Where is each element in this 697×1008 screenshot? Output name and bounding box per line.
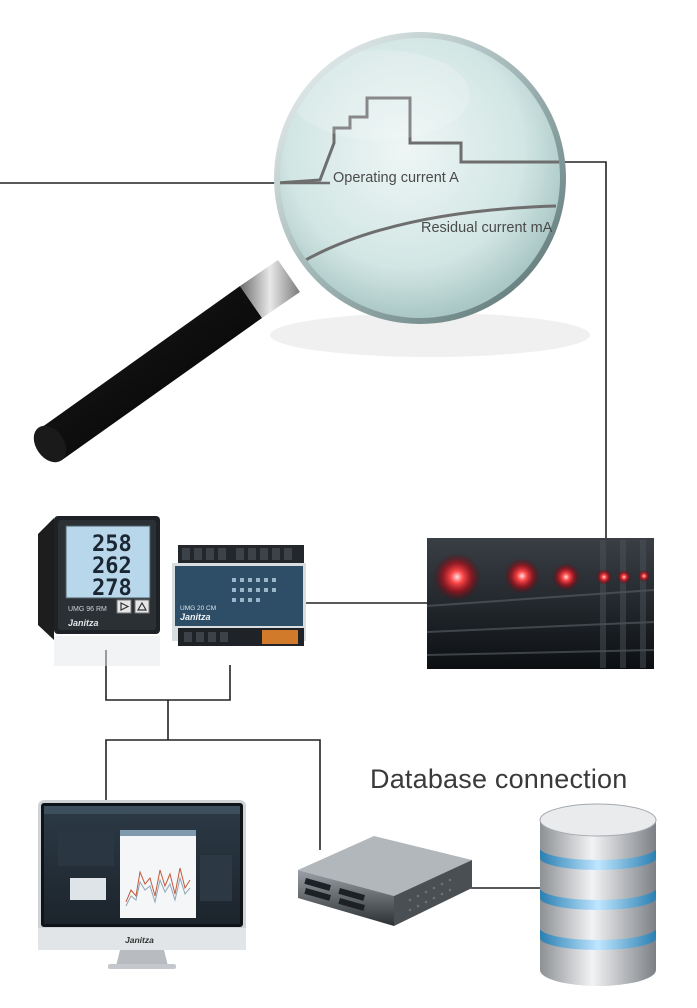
led-5 xyxy=(617,570,631,584)
reading-1: 258 xyxy=(92,532,132,557)
led-4 xyxy=(596,569,612,585)
meter96-brand: Janitza xyxy=(68,618,99,628)
line-bus-branch xyxy=(105,739,321,850)
database-connection-label: Database connection xyxy=(370,764,628,794)
led-photo xyxy=(426,538,655,669)
magnifying-glass-icon xyxy=(33,32,590,463)
db-top xyxy=(539,803,657,837)
umg20-front-panel xyxy=(175,566,303,626)
lcd-display xyxy=(65,525,151,599)
monitor-icon: Janitza xyxy=(38,800,246,969)
residual-current-label: Residual current mA xyxy=(421,220,553,236)
meter20-brand: Janitza xyxy=(180,612,211,622)
operating-current-label: Operating current A xyxy=(333,170,459,186)
triangle-up-icon xyxy=(136,601,148,611)
line-lens-to-leds xyxy=(560,161,607,538)
magnifier-ferrule xyxy=(240,260,300,318)
connection-lines xyxy=(0,161,607,889)
meter20-model: UMG 20 CM xyxy=(180,605,216,612)
led-6 xyxy=(638,570,650,582)
monitor-chart-line xyxy=(125,867,191,903)
monitor-brand: Janitza xyxy=(125,935,154,945)
meter96-model: UMG 96 RM xyxy=(68,606,107,613)
reading-3: 278 xyxy=(92,576,132,601)
umg20-meter: UMG 20 CM Janitza xyxy=(172,545,306,646)
led-2 xyxy=(504,558,540,594)
magnifier-handle xyxy=(38,286,262,460)
led-3 xyxy=(552,563,580,591)
operating-current-curve xyxy=(280,96,560,185)
reading-2: 262 xyxy=(92,554,132,579)
magnifier-lens xyxy=(280,38,560,318)
residual-current-curve xyxy=(291,204,557,270)
led-1 xyxy=(433,553,481,601)
database-icon xyxy=(539,803,657,986)
play-icon xyxy=(120,602,130,611)
umg96-meter: 258 262 278 UMG 96 RM Janitza xyxy=(38,516,160,666)
server-icon xyxy=(298,836,472,926)
